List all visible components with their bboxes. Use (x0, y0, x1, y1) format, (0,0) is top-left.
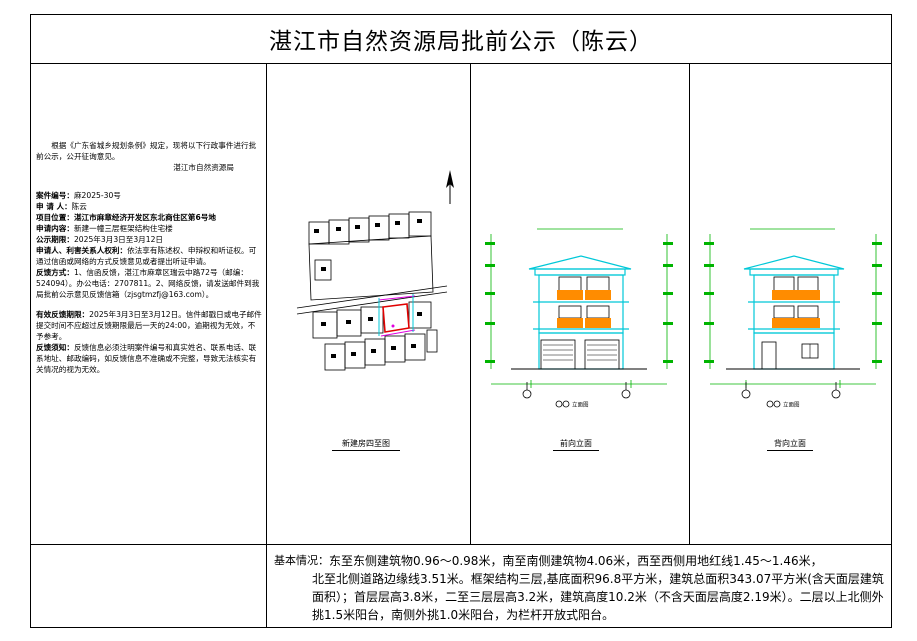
intro-text: 根据《广东省城乡规划条例》规定，现将以下行政事件进行批前公示，公开征询意见。 (36, 141, 257, 161)
back-drawing-label: 立面图 (783, 401, 800, 409)
site-plan-caption: 新建房四至图 (332, 438, 400, 451)
site-plan-drawing (296, 170, 454, 371)
case-number-label: 案件编号： (36, 191, 74, 200)
back-building (726, 255, 860, 370)
back-elevation-drawing: 立面图 (704, 228, 882, 409)
front-drawing-label: 立面图 (572, 401, 589, 409)
notice-value: 反馈信息必须注明案件编号和真实姓名、联系电话、联系地址、邮政编码，如反馈信息不准… (36, 343, 257, 374)
basic-info-rest: 北至北侧道路边缘线3.51米。框架结构三层,基底面积96.8平方米，建筑总面积3… (312, 572, 884, 622)
period-row: 公示期限：2025年3月3日至3月12日 (36, 234, 262, 245)
notice-row: 反馈须知：反馈信息必须注明案件编号和真实姓名、联系电话、联系地址、邮政编码，如反… (36, 342, 262, 375)
page-title: 湛江市自然资源局批前公示（陈云） (269, 29, 653, 55)
content-row: 申请内容：新建一幢三层框架结构住宅楼 (36, 223, 262, 234)
content-label: 申请内容： (36, 224, 74, 233)
north-plot-row (308, 211, 434, 301)
front-building (511, 255, 647, 370)
left-column-divider (266, 63, 267, 628)
drawings-bottom-divider (30, 544, 892, 545)
feedback-row: 反馈方式：1、信函反馈，湛江市麻章区瑞云中路72号（邮编：524094）。办公电… (36, 267, 262, 300)
rights-value: 依法享有陈述权、申辩权和听证权。可通过信函或网络的方式反馈意见或者提出听证申请。 (36, 246, 257, 266)
rights-row: 申请人、利害关系人权利：依法享有陈述权、申辩权和听证权。可通过信函或网络的方式反… (36, 245, 262, 267)
panel-divider-2 (689, 63, 690, 545)
south-plot-row (312, 301, 438, 371)
period-value: 2025年3月3日至3月12日 (73, 235, 164, 244)
basic-info: 基本情况： 东至东侧建筑物0.96～0.98米，南至南侧建筑物4.06米，西至西… (274, 552, 886, 624)
deadline-label: 有效反馈期限： (36, 310, 90, 319)
new-house-outline (378, 294, 416, 337)
feedback-label: 反馈方式： (36, 268, 74, 277)
panel-divider-1 (470, 63, 471, 545)
back-elevation-caption: 背向立面 (767, 438, 813, 451)
applicant-row: 申 请 人：陈云 (36, 201, 262, 212)
title-divider (30, 63, 892, 64)
front-elevation-caption: 前向立面 (553, 438, 599, 451)
basic-info-first-line: 基本情况： 东至东侧建筑物0.96～0.98米，南至南侧建筑物4.06米，西至西… (274, 552, 886, 570)
info-column: 根据《广东省城乡规划条例》规定，现将以下行政事件进行批前公示，公开征询意见。 湛… (36, 140, 262, 375)
deadline-row: 有效反馈期限：2025年3月3日至3月12日。信件邮戳日或电子邮件提交时间不应超… (36, 309, 262, 342)
intro-signature: 湛江市自然资源局 (173, 163, 234, 172)
period-label: 公示期限： (36, 235, 74, 244)
front-drawing-title: 立面图 (555, 401, 589, 409)
back-drawing-title: 立面图 (766, 401, 800, 409)
content-value: 新建一幢三层框架结构住宅楼 (73, 224, 173, 233)
case-number-value: 麻2025-30号 (73, 191, 121, 200)
applicant-label: 申 请 人： (36, 202, 72, 211)
outer-frame (30, 14, 892, 628)
location-row: 项目位置：湛江市麻章经济开发区东北商住区第6号地 (36, 212, 262, 223)
applicant-value: 陈云 (71, 202, 87, 211)
basic-info-line1: 东至东侧建筑物0.96～0.98米，南至南侧建筑物4.06米，西至西侧用地红线1… (329, 554, 823, 568)
feedback-value: 1、信函反馈，湛江市麻章区瑞云中路72号（邮编：524094）。办公电话：270… (36, 268, 260, 299)
location-value: 湛江市麻章经济开发区东北商住区第6号地 (73, 213, 216, 222)
case-number-row: 案件编号：麻2025-30号 (36, 190, 262, 201)
rights-label: 申请人、利害关系人权利： (36, 246, 128, 255)
north-arrow-icon (446, 170, 454, 204)
location-label: 项目位置： (36, 213, 74, 222)
front-elevation-drawing: 立面图 (485, 228, 673, 409)
road-lines (296, 285, 448, 315)
deadline-value: 2025年3月3日至3月12日。信件邮戳日或电子邮件提交时间不应超过反馈期限最后… (36, 310, 262, 341)
notice-label: 反馈须知： (36, 343, 74, 352)
basic-info-label: 基本情况： (274, 554, 329, 567)
